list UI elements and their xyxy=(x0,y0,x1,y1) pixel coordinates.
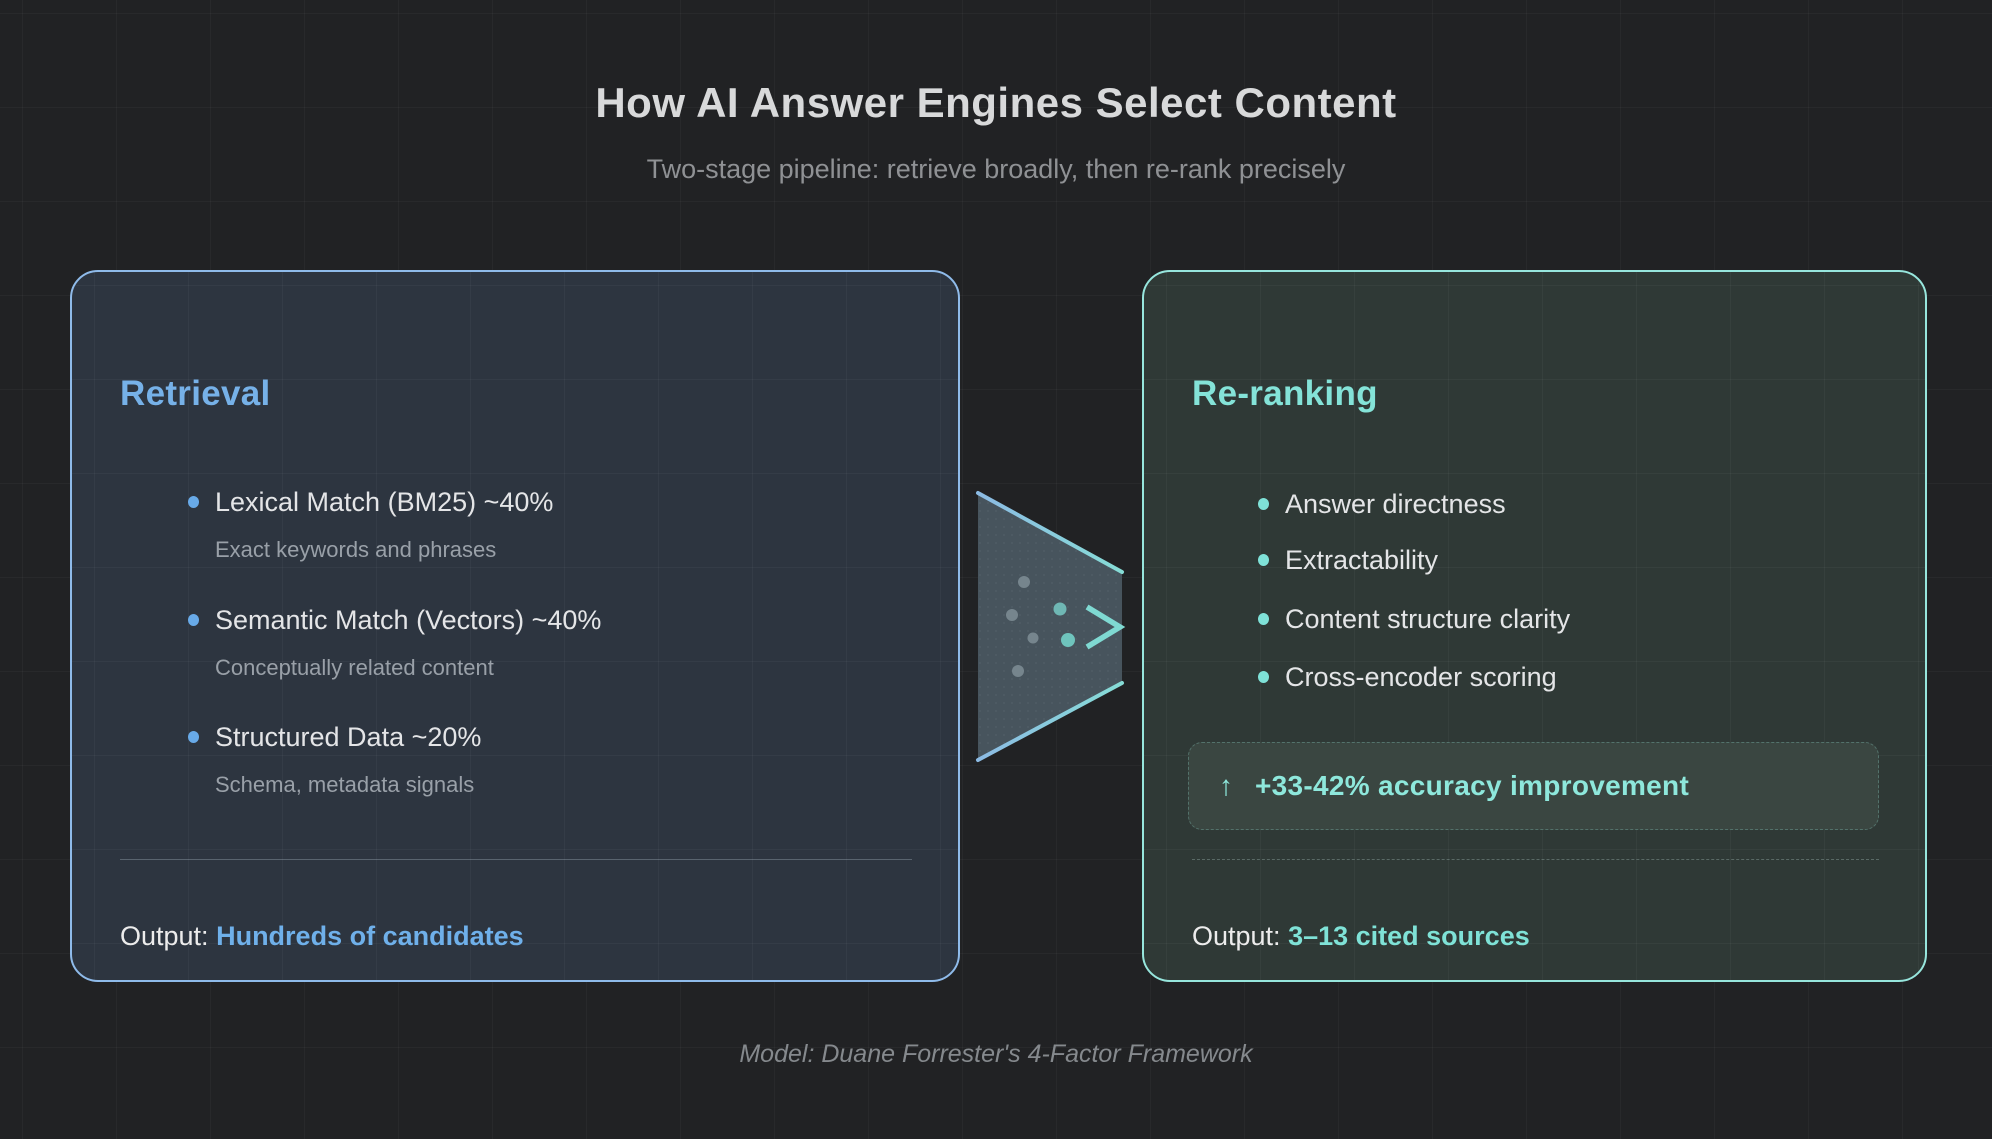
reranking-item-label: Extractability xyxy=(1285,545,1439,575)
accuracy-highlight: ↑ +33-42% accuracy improvement xyxy=(1188,742,1879,830)
retrieval-output-value: Hundreds of candidates xyxy=(216,921,524,951)
reranking-item-label: Content structure clarity xyxy=(1285,604,1571,634)
bullet-dot-icon xyxy=(1258,671,1269,683)
reranking-divider xyxy=(1192,859,1879,860)
reranking-output-value: 3–13 cited sources xyxy=(1288,921,1530,951)
bullet-dot-icon xyxy=(188,496,199,508)
retrieval-item-label: Structured Data ~20% xyxy=(215,722,482,752)
bullet-dot-icon xyxy=(1258,613,1269,625)
reranking-item-label: Cross-encoder scoring xyxy=(1285,662,1557,692)
retrieval-item-label-row: Semantic Match (Vectors) ~40% xyxy=(188,602,601,638)
funnel-bottom-edge xyxy=(976,681,1124,762)
retrieval-item-label: Semantic Match (Vectors) ~40% xyxy=(215,605,602,635)
arrow-up-icon: ↑ xyxy=(1219,770,1233,801)
header: How AI Answer Engines Select Content Two… xyxy=(0,78,1992,184)
retrieval-item-label-row: Lexical Match (BM25) ~40% xyxy=(188,484,553,520)
bullet-dot-icon xyxy=(188,614,199,626)
retrieval-card: Retrieval Lexical Match (BM25) ~40% Exac… xyxy=(70,270,960,982)
reranking-item-label-row: Answer directness xyxy=(1258,486,1506,522)
reranking-item-label-row: Cross-encoder scoring xyxy=(1258,659,1557,695)
reranking-item-crossencoder: Cross-encoder scoring xyxy=(1258,659,1557,695)
page-title: How AI Answer Engines Select Content xyxy=(595,79,1397,126)
retrieval-item-structured: Structured Data ~20% Schema, metadata si… xyxy=(188,719,481,799)
reranking-output-label: Output: xyxy=(1192,921,1281,951)
bullet-dot-icon xyxy=(188,731,199,743)
retrieval-item-sub: Exact keywords and phrases xyxy=(215,537,497,562)
chevron-right-icon xyxy=(1085,604,1126,650)
reranking-card: Re-ranking Answer directness Extractabil… xyxy=(1142,270,1927,982)
retrieval-item-label: Lexical Match (BM25) ~40% xyxy=(215,487,554,517)
bullet-dot-icon xyxy=(1258,554,1269,566)
funnel-top-edge xyxy=(976,491,1124,574)
retrieval-output: Output: Hundreds of candidates xyxy=(120,918,524,954)
accuracy-highlight-text: +33-42% accuracy improvement xyxy=(1255,770,1690,801)
retrieval-divider xyxy=(120,859,912,860)
page-subtitle: Two-stage pipeline: retrieve broadly, th… xyxy=(646,154,1346,184)
bullet-dot-icon xyxy=(1258,498,1269,510)
reranking-item-structure: Content structure clarity xyxy=(1258,601,1570,637)
retrieval-item-sub: Schema, metadata signals xyxy=(215,772,475,797)
funnel-dots xyxy=(1006,576,1075,677)
retrieval-item-label-row: Structured Data ~20% xyxy=(188,719,481,755)
reranking-card-title: Re-ranking xyxy=(1192,374,1378,413)
reranking-item-label-row: Extractability xyxy=(1258,542,1438,578)
reranking-item-label-row: Content structure clarity xyxy=(1258,601,1570,637)
retrieval-item-semantic: Semantic Match (Vectors) ~40% Conceptual… xyxy=(188,602,601,682)
footer-note: Model: Duane Forrester's 4-Factor Framew… xyxy=(739,1040,1253,1068)
retrieval-item-sub: Conceptually related content xyxy=(215,655,494,680)
reranking-output: Output: 3–13 cited sources xyxy=(1192,918,1530,954)
funnel-texture xyxy=(978,493,1122,760)
reranking-item-directness: Answer directness xyxy=(1258,486,1506,522)
reranking-item-label: Answer directness xyxy=(1285,489,1506,519)
retrieval-output-label: Output: xyxy=(120,921,209,951)
funnel-icon xyxy=(976,491,1126,762)
reranking-item-extractability: Extractability xyxy=(1258,542,1438,578)
retrieval-card-title: Retrieval xyxy=(120,374,271,413)
retrieval-item-lexical: Lexical Match (BM25) ~40% Exact keywords… xyxy=(188,484,553,564)
